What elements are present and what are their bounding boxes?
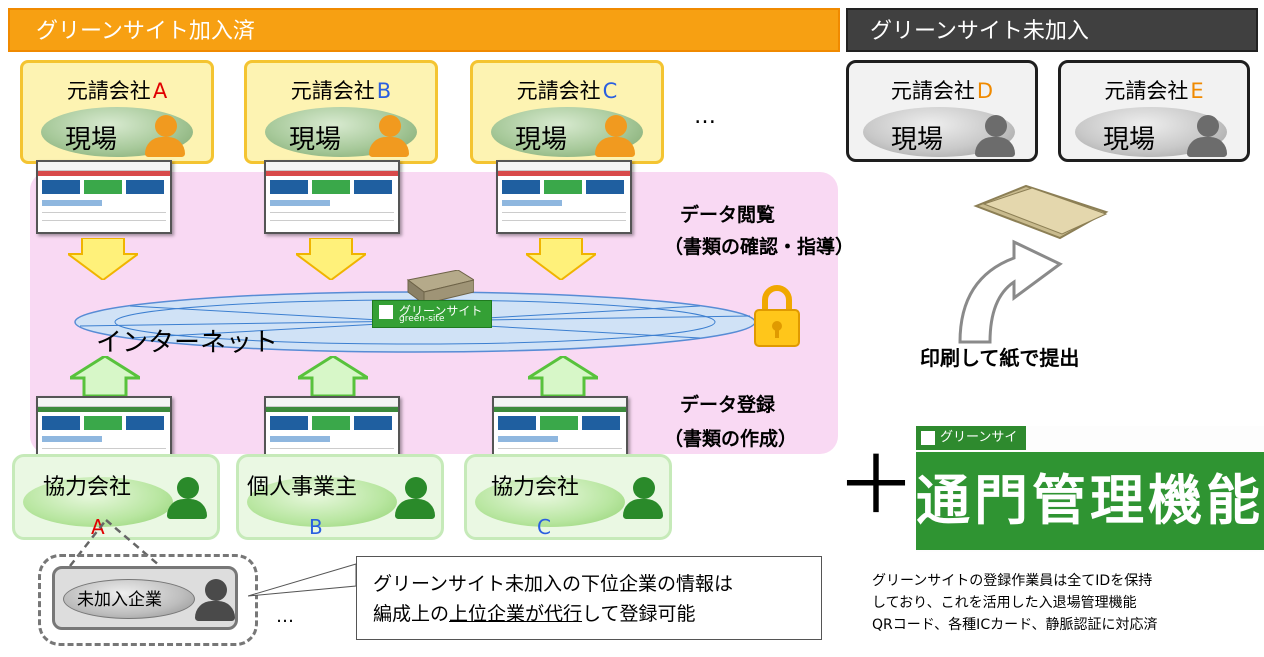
up-arrow-icon (298, 356, 368, 396)
subcontractor-b-letter: B (309, 515, 323, 539)
screen-thumbnail (496, 160, 632, 234)
up-arrow-icon (70, 356, 140, 396)
joined-header-label: グリーンサイト加入済 (36, 19, 255, 44)
green-site-logo: グリーンサイト green-site (372, 300, 492, 328)
unjoined-company-card: 未加入企業 (52, 566, 238, 630)
unjoined-company-label: 未加入企業 (77, 590, 162, 610)
curved-up-arrow-icon (958, 239, 1063, 344)
sub-ellipse (247, 477, 397, 527)
down-arrow-icon (526, 238, 596, 280)
joined-header-bar: グリーンサイト加入済 (8, 8, 840, 52)
logo-text: グリーンサイト (399, 304, 483, 318)
data-view-subtitle: （書類の確認・指導） (664, 236, 855, 258)
screen-thumbnail (36, 160, 172, 234)
data-register-subtitle: （書類の作成） (664, 428, 798, 450)
site-label: 現場 (891, 125, 944, 155)
site-label: 現場 (515, 125, 568, 155)
logo-mark-icon (379, 305, 393, 319)
callout-line-1: グリーンサイト未加入の下位企業の情報は (373, 573, 734, 595)
callout-pointer (248, 563, 357, 597)
unjoined-group (38, 554, 258, 646)
server-icon (406, 270, 474, 304)
subcontractor-a-card: 協力会社 A (12, 454, 220, 540)
site-label: 現場 (1103, 125, 1156, 155)
screen-thumbnail (264, 160, 400, 234)
plus-sign: ＋ (836, 439, 916, 532)
subcontractor-b-card: 個人事業主 B (236, 454, 444, 540)
sub-ellipse (23, 477, 173, 527)
internet-label: インターネット (96, 328, 279, 358)
data-register-title: データ登録 (680, 394, 776, 416)
prime-contractor-a-title: 元請会社A (66, 79, 168, 103)
gate-management-banner: グリーンサイト 通門管理機能 (916, 426, 1264, 552)
prime-contractor-c-title: 元請会社C (516, 79, 618, 103)
prime-contractor-e-card: 元請会社E 現場 (1058, 60, 1250, 162)
callout-box: グリーンサイト未加入の下位企業の情報は 編成上の上位企業が代行して登録可能 (356, 556, 822, 640)
print-submit-text: 印刷して紙で提出 (920, 346, 1080, 370)
subcontractor-c-letter: C (537, 515, 551, 539)
sub-ellipse (475, 477, 625, 527)
prime-contractor-c-card: 元請会社C 現場 (470, 60, 664, 164)
up-arrow-icon (528, 356, 598, 396)
gate-title: 通門管理機能 (916, 452, 1264, 550)
data-view-title: データ閲覧 (680, 204, 776, 226)
prime-contractor-d-card: 元請会社D 現場 (846, 60, 1038, 162)
prime-contractor-a-card: 元請会社A 現場 (20, 60, 214, 164)
gate-desc-line-2: しており、これを活用した入退場管理機能 (872, 595, 1137, 611)
gate-desc-line-1: グリーンサイトの登録作業員は全てIDを保持 (872, 573, 1153, 589)
prime-contractor-b-card: 元請会社B 現場 (244, 60, 438, 164)
prime-contractor-e-title: 元請会社E (1104, 79, 1204, 103)
subcontractor-b-title: 個人事業主 (247, 475, 358, 500)
unjoined-ellipse (63, 579, 195, 619)
unjoined-ellipsis: … (276, 606, 294, 627)
subcontractor-c-card: 協力会社 C (464, 454, 672, 540)
logo-mark-icon (921, 431, 935, 445)
dashed-connector (69, 519, 161, 567)
lock-icon (754, 285, 800, 347)
prime-ellipsis: … (694, 104, 716, 129)
gate-desc-line-3: QRコード、各種ICカード、静脈認証に対応済 (872, 617, 1158, 633)
down-arrow-icon (296, 238, 366, 280)
folder-icon (973, 184, 1109, 240)
prime-contractor-d-title: 元請会社D (890, 79, 994, 103)
prime-contractor-b-title: 元請会社B (290, 79, 392, 103)
not-joined-header-bar: グリーンサイト未加入 (846, 8, 1258, 52)
down-arrow-icon (68, 238, 138, 280)
site-label: 現場 (65, 125, 118, 155)
callout-line-2: 編成上の上位企業が代行して登録可能 (373, 603, 696, 625)
site-label: 現場 (289, 125, 342, 155)
logo-sub: green-site (399, 314, 445, 324)
gate-logo: グリーンサイト (916, 426, 1026, 469)
subcontractor-c-title: 協力会社 (491, 475, 580, 500)
subcontractor-a-title: 協力会社 (43, 475, 132, 500)
not-joined-header-label: グリーンサイト未加入 (870, 19, 1089, 44)
